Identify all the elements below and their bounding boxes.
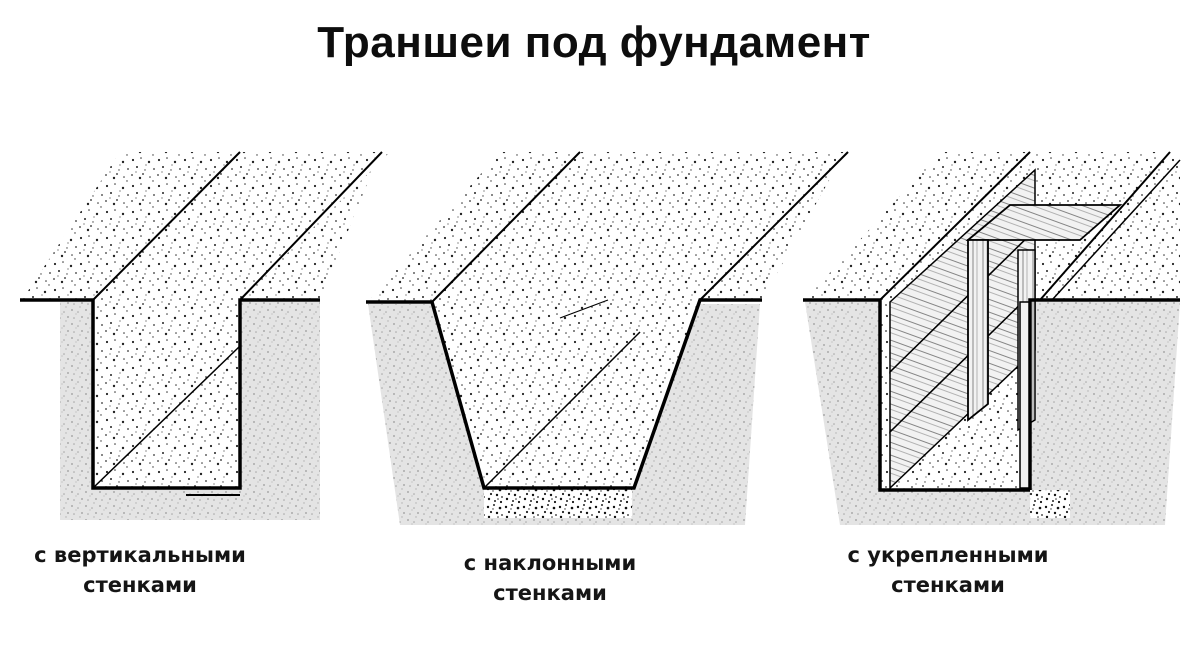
caption-line: с укрепленными bbox=[847, 543, 1049, 567]
edge-line bbox=[1051, 159, 1181, 301]
trench-profile-line bbox=[366, 298, 762, 490]
edge-line bbox=[92, 345, 241, 489]
edge-line bbox=[431, 151, 581, 303]
ground-surface-left bbox=[805, 152, 1028, 300]
caption-line: стенками bbox=[493, 581, 607, 605]
caption-line: с вертикальными bbox=[34, 543, 246, 567]
edge-line bbox=[483, 331, 641, 489]
edge-line bbox=[239, 151, 383, 301]
edge-line bbox=[1039, 151, 1171, 301]
cross-brace bbox=[965, 204, 1123, 241]
caption-line: стенками bbox=[83, 573, 197, 597]
edge-line bbox=[699, 151, 849, 301]
vertical-strut bbox=[967, 239, 989, 422]
trench-bottom-soil bbox=[484, 488, 632, 518]
caption-line: с наклонными bbox=[463, 551, 637, 575]
trench-profile-line bbox=[803, 298, 1180, 492]
trench-profile-line bbox=[20, 298, 320, 490]
ground-surface-right bbox=[240, 152, 390, 300]
trench-sloped-walls bbox=[366, 151, 849, 525]
trench-reinforced-walls bbox=[803, 151, 1181, 525]
ground-surface-left bbox=[22, 152, 240, 300]
ground-surface-left bbox=[368, 152, 580, 302]
trench-vertical-walls bbox=[20, 151, 390, 520]
caption-sloped-walls: с наклонными стенками bbox=[410, 548, 690, 608]
edge-line bbox=[879, 151, 1031, 301]
trench-bottom-soil bbox=[1030, 490, 1070, 518]
diagram-title: Траншеи под фундамент bbox=[317, 18, 871, 67]
caption-reinforced-walls: с укрепленными стенками bbox=[808, 540, 1088, 600]
trench-interior bbox=[93, 152, 380, 488]
caption-vertical-walls: с вертикальными стенками bbox=[0, 540, 280, 600]
edge-line bbox=[92, 151, 241, 301]
caption-line: стенками bbox=[891, 573, 1005, 597]
edge-line bbox=[559, 299, 609, 319]
trench-interior bbox=[432, 152, 845, 488]
